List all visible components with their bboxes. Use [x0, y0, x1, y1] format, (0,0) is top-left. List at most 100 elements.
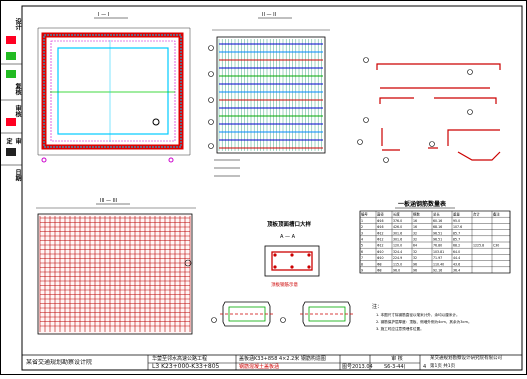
table-cell: 64 — [413, 244, 417, 248]
side-label-1: 设计 — [14, 18, 21, 30]
section-1-label: I — I — [98, 12, 109, 18]
table-cell: 85.7 — [453, 238, 460, 242]
table-cell: 96 — [413, 262, 417, 266]
table-header-cell: 长度 — [393, 212, 400, 217]
table-cell: 1 — [361, 219, 363, 223]
title-date: 2013.04 — [352, 364, 373, 370]
table-cell: 60.16 — [433, 219, 442, 223]
table-cell: 3 — [361, 231, 363, 235]
table-cell: Φ16 — [377, 225, 384, 229]
table-cell: 301.6 — [393, 231, 402, 235]
table-cell: 32 — [413, 238, 417, 242]
rebar-shapes — [357, 57, 501, 163]
table-cell: 376.0 — [393, 219, 402, 223]
table-cell: Φ12 — [377, 231, 384, 235]
table-cell: 43.6 — [453, 262, 460, 266]
table-cell: 8 — [361, 262, 363, 266]
title-drawing-sub: 钢筋混凝土盖板涵 — [239, 364, 280, 370]
table-cell: 16 — [413, 225, 417, 229]
side-label-3: 审核 — [14, 105, 21, 117]
section-1-view — [37, 27, 191, 163]
rebar-table-title: 一板涵钢筋数量表 — [398, 200, 447, 208]
table-cell: 96.51 — [433, 231, 442, 235]
title-drawing: 盖板涵K33+858 4×2.2米 钢筋构造图 — [239, 356, 326, 362]
table-cell: 32 — [413, 250, 417, 254]
section-2-label: II — II — [262, 12, 276, 18]
section-2-view — [208, 29, 330, 177]
table-cell: 5 — [361, 244, 363, 248]
table-cell: 107.6 — [453, 225, 462, 229]
joint-detail: 顶板顶面槽口大样 A — A 顶板钢筋示意 — [264, 220, 320, 288]
sleeve-detail-left — [211, 301, 286, 327]
table-header-cell: 总长 — [433, 212, 440, 217]
notes-header: 注： — [372, 303, 382, 310]
table-cell: Φ10 — [377, 256, 384, 260]
title-company-left: 某省交通规划勘察设计院 — [26, 359, 93, 366]
table-cell: 36.4 — [453, 269, 460, 273]
table-cell: 7 — [361, 256, 363, 260]
title-check-label: 审 核 — [391, 356, 403, 362]
note-line-3: 3. 施工时应注意预埋件位置。 — [376, 326, 424, 331]
title-company-right-2: 第1页 共1页 — [430, 364, 456, 369]
table-cell: 85.7 — [453, 231, 460, 235]
table-cell: 96.0 — [393, 269, 400, 273]
table-header-cell: 编号 — [361, 212, 368, 217]
table-cell: Φ8 — [377, 262, 382, 266]
table-cell: 32 — [413, 256, 417, 260]
table-cell: 92.16 — [433, 269, 442, 273]
table-cell: 71.97 — [433, 256, 442, 260]
table-cell: Φ10 — [377, 250, 384, 254]
table-cell: 1225.8 — [473, 244, 484, 248]
table-cell: 120.0 — [393, 244, 402, 248]
side-label-2: 复核 — [14, 83, 21, 95]
joint-detail-sub: A — A — [280, 234, 296, 240]
table-cell: 6 — [361, 250, 363, 254]
table-cell: Φ8 — [377, 269, 382, 273]
table-cell: Φ12 — [377, 238, 384, 242]
table-cell: 4 — [361, 238, 363, 242]
table-cell: 16 — [413, 219, 417, 223]
table-header-cell: 合计 — [473, 212, 480, 217]
side-label-4: 审定 — [5, 138, 21, 144]
title-project: 华蓥至邻水高速公路工程 — [152, 356, 208, 362]
note-line-2: 2. 钢筋保护层厚度：顶板、侧墙外侧为4cm，其余为3cm。 — [376, 319, 472, 324]
table-cell: 9 — [361, 269, 363, 273]
table-cell: 44.4 — [453, 256, 460, 260]
table-header-cell: 根数 — [413, 212, 420, 217]
title-company-right: 某交通规划勘察设计研究院有限公司 — [430, 356, 502, 361]
table-header-cell: 重量 — [453, 212, 460, 217]
table-cell: 324.4 — [393, 250, 402, 254]
side-strip — [0, 6, 23, 370]
title-design-label: 图号 — [342, 364, 353, 370]
section-3-label: III — III — [100, 198, 117, 204]
sleeve-detail-right — [300, 301, 354, 327]
table-cell: 64.0 — [453, 250, 460, 254]
note-line-1: 1. 本图尺寸除钢筋直径以毫米计外，余均以厘米计。 — [376, 312, 460, 317]
table-cell: 103.81 — [433, 250, 444, 254]
table-cell: 68.16 — [433, 225, 442, 229]
table-cell: 68.2 — [453, 244, 460, 248]
table-cell: 426.0 — [393, 225, 402, 229]
joint-detail-note: 顶板钢筋示意 — [271, 281, 298, 288]
title-block-grid — [147, 355, 421, 370]
table-cell: C30 — [493, 244, 499, 248]
table-cell: 96.51 — [433, 238, 442, 242]
table-cell: Φ12 — [377, 244, 384, 248]
table-cell: 2 — [361, 225, 363, 229]
title-contract: L3 K23+000-K33+805 — [152, 363, 220, 370]
table-header-cell: 直径 — [377, 212, 384, 217]
title-drawing-no: S6-3-44( — [384, 364, 406, 370]
table-cell: 224.9 — [393, 256, 402, 260]
section-3-view — [36, 207, 196, 335]
table-cell: 301.6 — [393, 238, 402, 242]
table-header-cell: 备注 — [493, 212, 500, 217]
title-sheet-no: 4 — [423, 364, 427, 370]
table-cell: Φ16 — [377, 219, 384, 223]
table-cell: 95.0 — [453, 219, 460, 223]
joint-detail-title: 顶板顶面槽口大样 — [267, 220, 312, 228]
side-label-5: 日期 — [14, 169, 21, 181]
table-cell: 110.40 — [433, 262, 444, 266]
